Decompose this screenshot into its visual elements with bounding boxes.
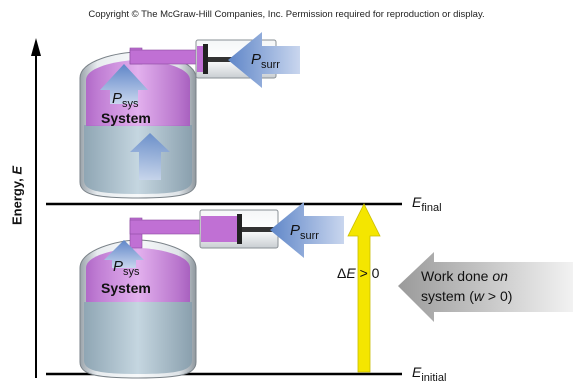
top-psys-arrow	[100, 64, 148, 104]
bottom-syringe-plunger	[237, 214, 242, 244]
top-apparatus	[79, 32, 300, 199]
copyright-notice: Copyright © The McGraw-Hill Companies, I…	[88, 9, 485, 20]
top-tube-horizontal	[129, 49, 197, 65]
bottom-psurr-arrow	[270, 202, 344, 258]
work-arrow	[398, 252, 573, 322]
bottom-apparatus	[79, 202, 344, 379]
bottom-syringe-rod	[242, 227, 278, 232]
bottom-liquid	[84, 302, 192, 374]
work-label-line-1: Work done on	[421, 268, 508, 284]
top-system-label: System	[101, 110, 151, 126]
bottom-system-label: System	[101, 280, 151, 296]
top-liquid	[84, 125, 192, 194]
top-syringe-plunger	[203, 44, 208, 74]
bottom-tube-horizontal	[129, 219, 201, 235]
top-syringe-gas	[197, 46, 203, 72]
work-label: Work done on system (w > 0)	[421, 266, 512, 306]
bottom-psys-arrow	[104, 240, 144, 268]
initial-level-label: Einitial	[412, 364, 447, 384]
bottom-psurr-label: Psurr	[290, 222, 319, 242]
top-liquid-arrow	[130, 133, 170, 180]
final-level-label: Efinal	[412, 194, 442, 214]
top-psys-label: Psys	[112, 90, 139, 110]
work-label-line-2: system (w > 0)	[421, 288, 513, 304]
top-psurr-arrow	[228, 32, 300, 88]
energy-axis-label: Energy, E	[9, 166, 25, 226]
bottom-syringe-gas	[201, 216, 237, 242]
energy-axis-arrowhead	[31, 38, 41, 56]
delta-e-label: ΔE > 0	[337, 265, 380, 281]
delta-e-arrow	[347, 203, 381, 373]
bottom-psys-label: Psys	[113, 258, 140, 278]
top-syringe-rod	[208, 57, 248, 62]
top-psurr-label: Psurr	[251, 51, 280, 71]
